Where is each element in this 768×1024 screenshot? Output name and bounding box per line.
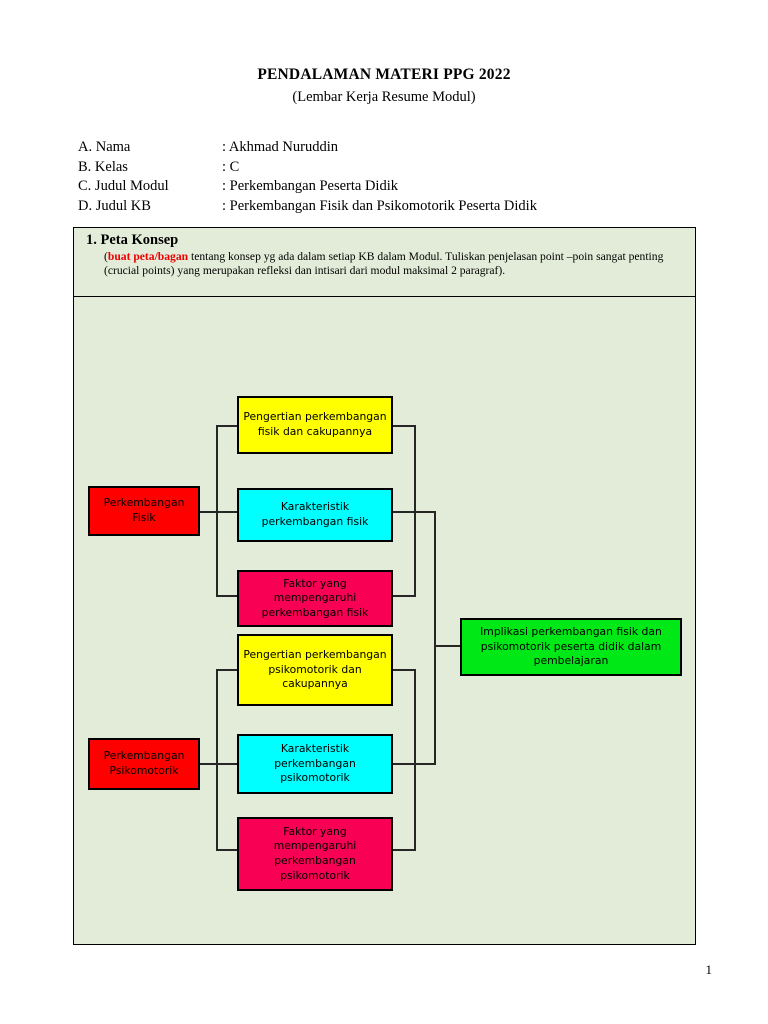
edge-fisik-bracket-to-trunk: [414, 511, 436, 513]
identity-value-judul-modul: Perkembangan Peserta Didik: [222, 178, 698, 195]
peta-konsep-panel: 1. Peta Konsep (buat peta/bagan tentang …: [73, 227, 696, 945]
node-faktor-fisik-label: Faktor yang mempengaruhi perkembangan fi…: [261, 576, 369, 619]
node-implikasi[interactable]: Implikasi perkembangan fisik dan psikomo…: [460, 618, 682, 676]
identity-label-nama: A. Nama: [78, 139, 131, 155]
page-subtitle: (Lembar Kerja Resume Modul): [292, 89, 476, 105]
node-root-psikomotorik[interactable]: Perkembangan Psikomotorik: [88, 738, 200, 790]
edge-trunk-to-implikasi: [434, 645, 461, 647]
instruction-open-paren: (: [104, 250, 108, 263]
edge-root-psikomotorik-to-bracket: [200, 763, 218, 765]
node-root-psikomotorik-label: Perkembangan Psikomotorik: [103, 749, 185, 777]
identity-row-kelas: B. Kelas C: [78, 159, 698, 179]
node-faktor-psikomotorik-label: Faktor yang mempengaruhi perkembangan ps…: [273, 824, 357, 882]
edge-faktor-fisik-out: [392, 595, 416, 597]
identity-block: A. Nama Akhmad Nuruddin B. Kelas C C. Ju…: [78, 139, 698, 217]
panel-header: 1. Peta Konsep (buat peta/bagan tentang …: [74, 228, 695, 297]
instruction-rest: tentang konsep yg ada dalam setiap KB da…: [104, 250, 664, 277]
edge-pengertian-psikomotorik-out: [392, 669, 416, 671]
node-karakteristik-psikomotorik[interactable]: Karakteristik perkembangan psikomotorik: [237, 734, 393, 794]
concept-map-diagram: Perkembangan Fisik Pengertian perkembang…: [74, 297, 694, 943]
edge-pengertian-fisik-out: [392, 425, 416, 427]
node-pengertian-psikomotorik-label: Pengertian perkembangan psikomotorik dan…: [243, 648, 387, 691]
edge-root-fisik-to-bracket: [200, 511, 218, 513]
node-pengertian-psikomotorik[interactable]: Pengertian perkembangan psikomotorik dan…: [237, 634, 393, 706]
edge-karakteristik-psikomotorik-out: [392, 763, 416, 765]
identity-value-nama: Akhmad Nuruddin: [222, 139, 698, 156]
node-karakteristik-fisik[interactable]: Karakteristik perkembangan fisik: [237, 488, 393, 542]
edge-fisik-to-karakteristik: [216, 511, 238, 513]
edge-psikomotorik-to-faktor: [216, 849, 238, 851]
edge-psikomotorik-to-pengertian: [216, 669, 238, 671]
node-faktor-fisik[interactable]: Faktor yang mempengaruhi perkembangan fi…: [237, 570, 393, 627]
node-faktor-psikomotorik[interactable]: Faktor yang mempengaruhi perkembangan ps…: [237, 817, 393, 891]
node-root-fisik-label: Perkembangan Fisik: [103, 496, 185, 524]
edge-psikomotorik-right-bracket-vertical: [414, 669, 416, 851]
node-implikasi-label: Implikasi perkembangan fisik dan psikomo…: [480, 625, 662, 668]
node-root-fisik[interactable]: Perkembangan Fisik: [88, 486, 200, 536]
identity-label-judul-modul: C. Judul Modul: [78, 178, 169, 194]
panel-instruction: (buat peta/bagan tentang konsep yg ada d…: [82, 250, 688, 277]
edge-main-trunk-vertical: [434, 511, 436, 765]
edge-faktor-psikomotorik-out: [392, 849, 416, 851]
panel-heading: 1. Peta Konsep: [86, 232, 179, 248]
edge-psikomotorik-left-bracket-vertical: [216, 669, 218, 851]
identity-value-judul-kb: Perkembangan Fisik dan Psikomotorik Pese…: [222, 198, 698, 215]
page-number: 1: [705, 962, 713, 977]
page-title: PENDALAMAN MATERI PPG 2022: [257, 66, 511, 83]
identity-label-judul-kb: D. Judul KB: [78, 197, 151, 214]
identity-row-judul-modul: C. Judul Modul Perkembangan Peserta Didi…: [78, 178, 698, 198]
identity-row-nama: A. Nama Akhmad Nuruddin: [78, 139, 698, 159]
node-karakteristik-fisik-label: Karakteristik perkembangan fisik: [261, 500, 369, 528]
edge-psikomotorik-to-karakteristik: [216, 763, 238, 765]
identity-value-kelas: C: [222, 159, 698, 176]
node-karakteristik-psikomotorik-label: Karakteristik perkembangan psikomotorik: [274, 742, 356, 785]
instruction-highlight: buat peta/bagan: [107, 250, 189, 263]
identity-label-kelas: B. Kelas: [78, 158, 128, 175]
edge-psikomotorik-bracket-to-trunk: [414, 763, 436, 765]
edge-fisik-to-faktor: [216, 595, 238, 597]
identity-row-judul-kb: D. Judul KB Perkembangan Fisik dan Psiko…: [78, 198, 698, 218]
edge-karakteristik-fisik-out: [392, 511, 416, 513]
edge-fisik-to-pengertian: [216, 425, 238, 427]
node-pengertian-fisik-label: Pengertian perkembangan fisik dan cakupa…: [243, 410, 387, 438]
node-pengertian-fisik[interactable]: Pengertian perkembangan fisik dan cakupa…: [237, 396, 393, 454]
